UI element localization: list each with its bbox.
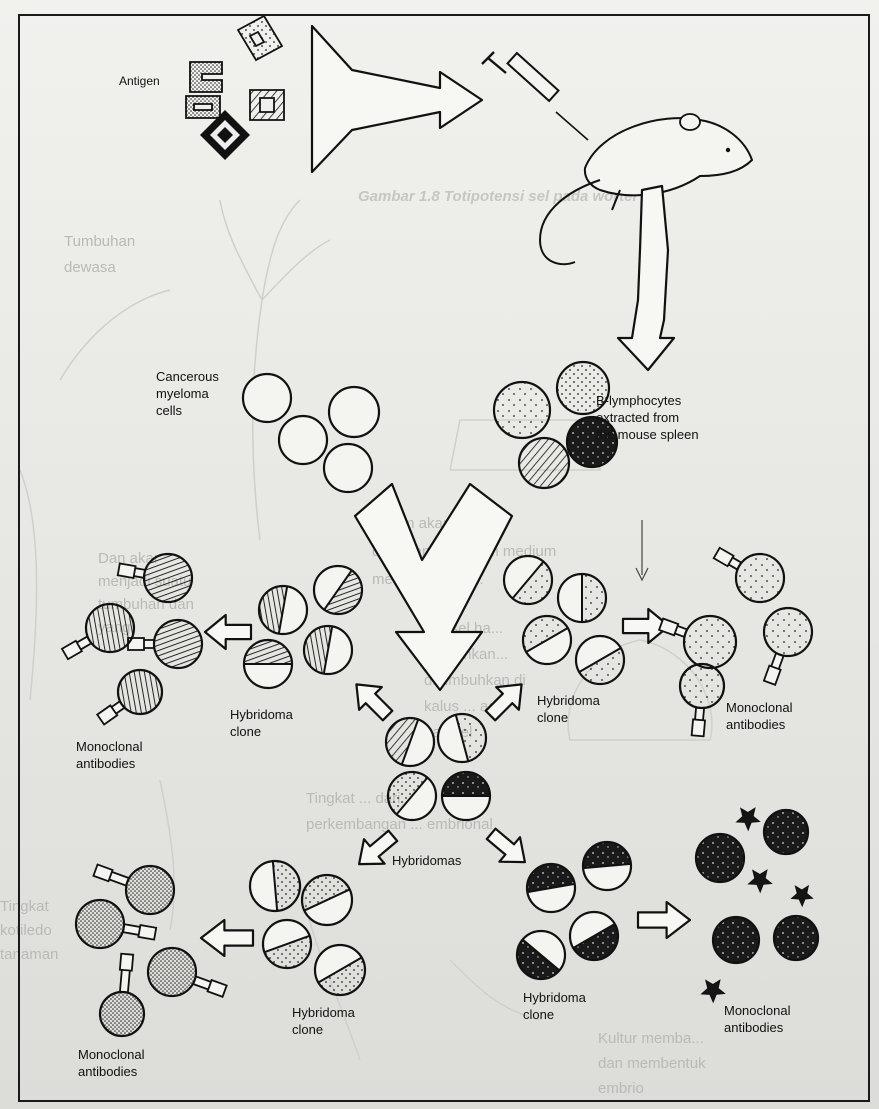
label-myeloma-1: Cancerous xyxy=(156,369,219,384)
label-hybridoma-clone-bl-2: clone xyxy=(292,1022,323,1037)
label-mab-bl-2: antibodies xyxy=(78,1064,137,1079)
label-mab-right-1: Monoclonal xyxy=(726,700,793,715)
label-hybridoma-clone-br-1: Hybridoma xyxy=(523,990,586,1005)
label-hybridoma-clone-left-1: Hybridoma xyxy=(230,707,293,722)
label-mab-left-1: Monoclonal xyxy=(76,739,143,754)
label-antigen: Antigen xyxy=(119,74,160,89)
label-mab-bl-1: Monoclonal xyxy=(78,1047,145,1062)
label-hybridoma-clone-right-2: clone xyxy=(537,710,568,725)
label-hybridoma-clone-br-2: clone xyxy=(523,1007,554,1022)
label-mab-left-2: antibodies xyxy=(76,756,135,771)
label-b-lymphocytes-2: extracted from xyxy=(596,410,679,425)
label-hybridoma-clone-bl-1: Hybridoma xyxy=(292,1005,355,1020)
figure-border xyxy=(18,14,870,1102)
label-myeloma-3: cells xyxy=(156,403,182,418)
label-b-lymphocytes-1: B-lymphocytes xyxy=(596,393,681,408)
label-hybridoma-clone-left-2: clone xyxy=(230,724,261,739)
label-b-lymphocytes-3: the mouse spleen xyxy=(596,427,699,442)
label-hybridoma-clone-right-1: Hybridoma xyxy=(537,693,600,708)
label-hybridomas: Hybridomas xyxy=(392,853,461,868)
label-mab-br-1: Monoclonal xyxy=(724,1003,791,1018)
label-mab-br-2: antibodies xyxy=(724,1020,783,1035)
label-mab-right-2: antibodies xyxy=(726,717,785,732)
label-myeloma-2: myeloma xyxy=(156,386,209,401)
